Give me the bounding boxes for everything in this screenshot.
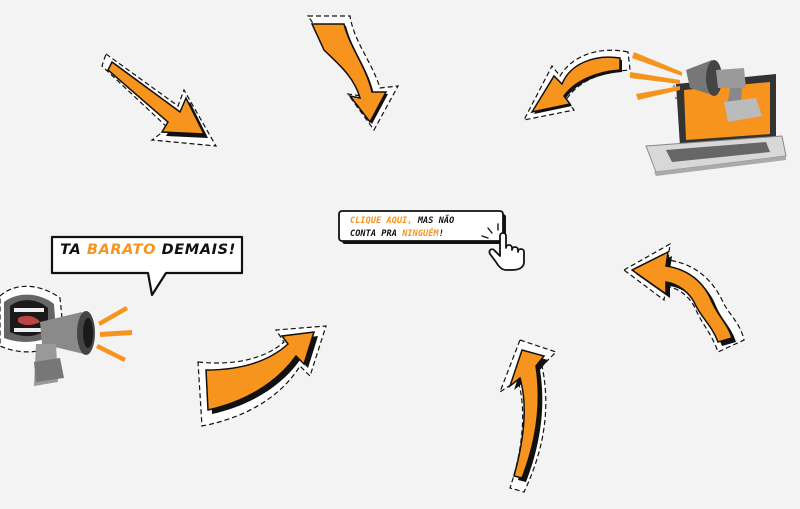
hand-pointer-icon <box>481 223 525 271</box>
arrow-up-right-icon <box>197 325 327 427</box>
arrow-up-curved-icon <box>498 339 558 493</box>
cta-label: Clique aqui, mas não conta pra ninguém! <box>350 215 500 241</box>
cta-line2-prefix: conta pra <box>350 229 403 239</box>
cta-button[interactable]: Clique aqui, mas não conta pra ninguém! <box>338 210 508 246</box>
bubble-text-highlight: barato <box>86 242 157 258</box>
bubble-text-prefix: Ta <box>60 242 87 258</box>
speech-bubble-shape <box>50 235 244 297</box>
arrow-down-curvy-icon <box>306 15 400 132</box>
cta-line2-suffix: ! <box>438 229 444 239</box>
bubble-text-suffix: demais! <box>156 242 236 258</box>
laptop-megaphone-image <box>630 52 787 176</box>
cta-line1-prefix: Clique aqui, <box>350 216 413 226</box>
arrow-curved-left-icon <box>522 49 631 121</box>
cta-line2-highlight: ninguém <box>402 229 439 239</box>
speech-bubble: Ta barato demais! <box>48 233 248 299</box>
cta-line1-suffix: mas não <box>412 216 455 226</box>
speech-bubble-text: Ta barato demais! <box>60 242 236 258</box>
cta-button-shape <box>338 210 506 244</box>
arrow-down-right-icon <box>101 53 218 147</box>
shouting-mouth-megaphone-image <box>0 285 132 386</box>
arrow-up-left-icon <box>622 242 745 353</box>
